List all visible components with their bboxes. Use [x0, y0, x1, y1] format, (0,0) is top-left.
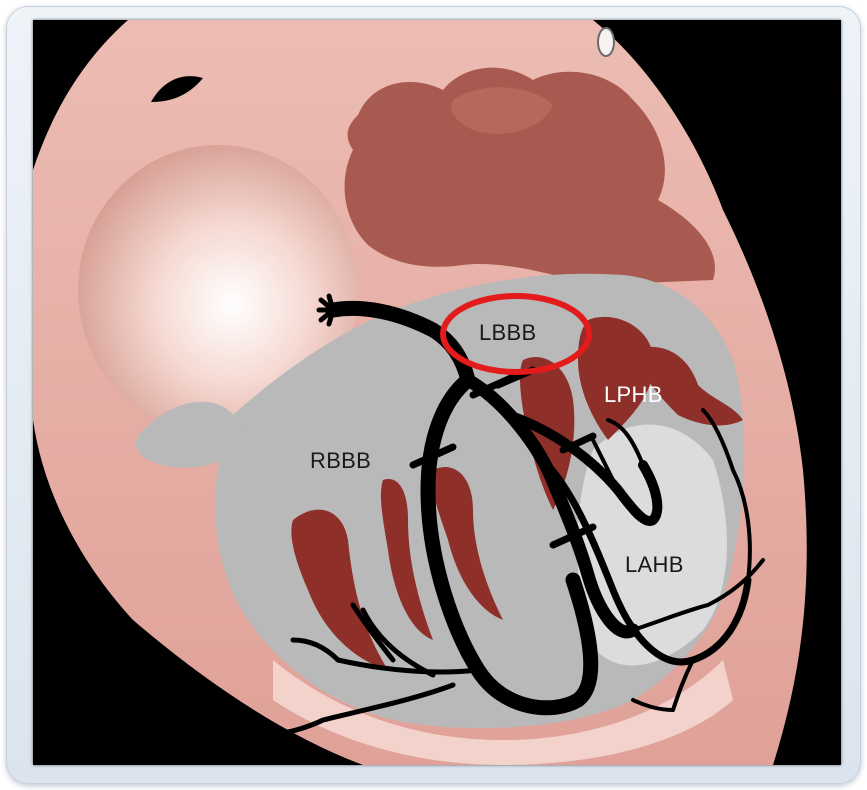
- vessel-opening: [598, 28, 614, 56]
- label-rbbb: RBBB: [310, 448, 371, 473]
- label-lbbb: LBBB: [479, 320, 536, 345]
- label-lphb: LPHB: [604, 382, 663, 407]
- heart-illustration: LBBB LPHB RBBB LAHB: [33, 20, 841, 765]
- label-lahb: LAHB: [625, 552, 684, 577]
- heart-diagram: LBBB LPHB RBBB LAHB: [33, 20, 841, 765]
